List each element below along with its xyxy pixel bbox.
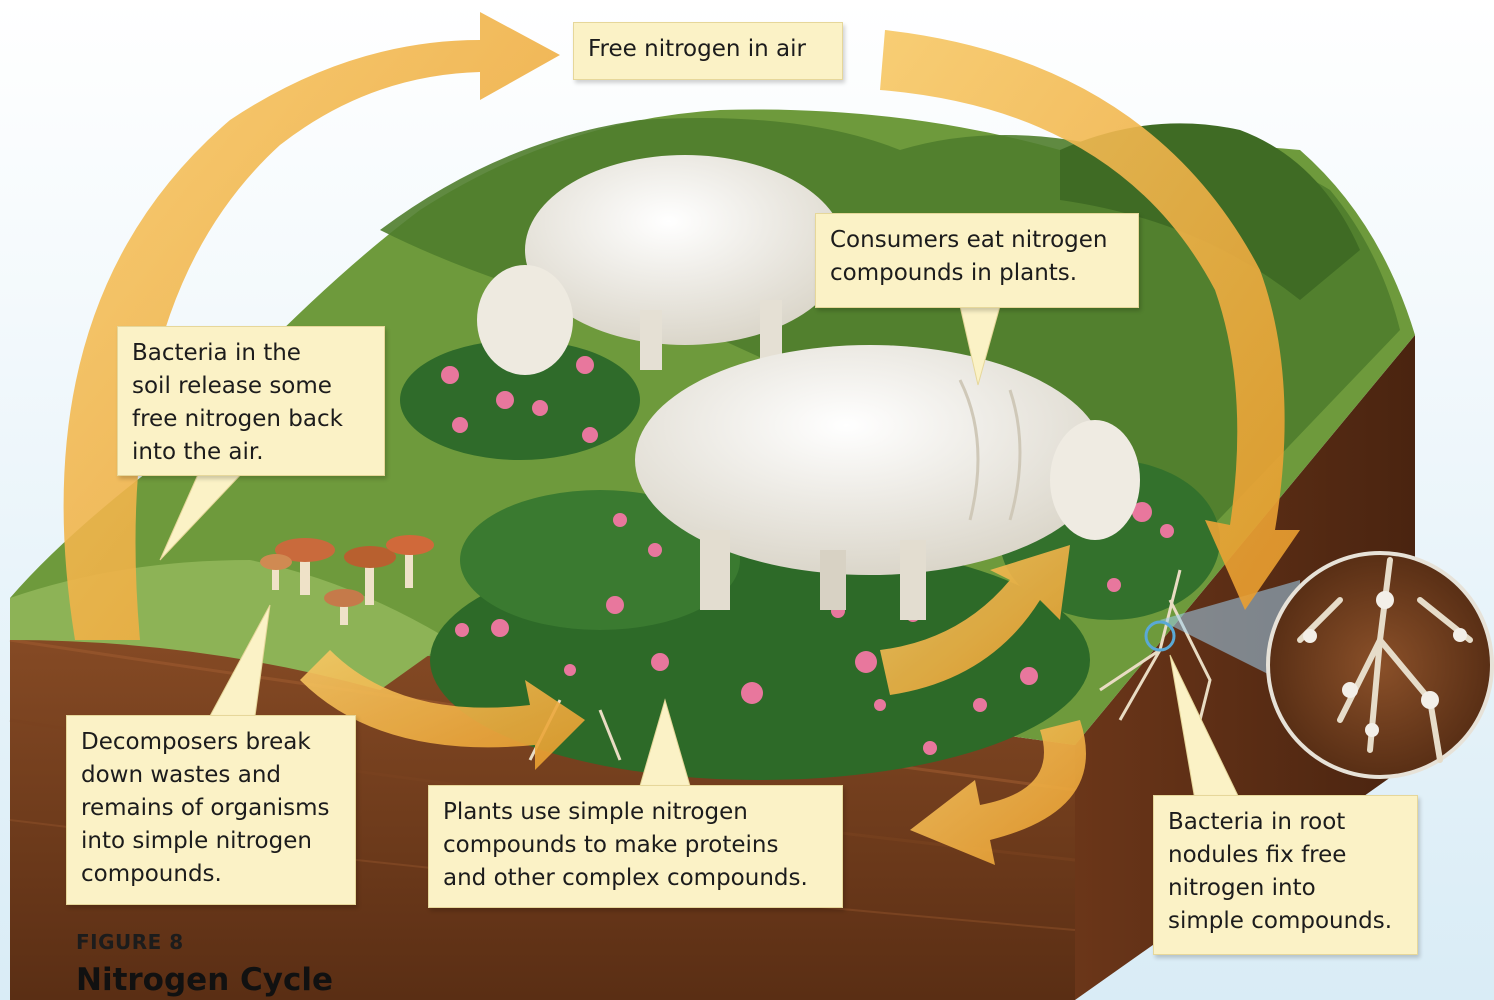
figure-number: FIGURE 8 — [76, 930, 184, 954]
callout-bacteria-soil: Bacteria in the soil release some free n… — [117, 326, 385, 476]
figure-title: Nitrogen Cycle — [76, 962, 333, 998]
callout-decomposers: Decomposers break down wastes and remain… — [66, 715, 356, 905]
callout-free-nitrogen: Free nitrogen in air — [573, 22, 843, 80]
callout-plants: Plants use simple nitrogen compounds to … — [428, 785, 843, 908]
callout-consumers: Consumers eat nitrogen compounds in plan… — [815, 213, 1139, 308]
callout-root-nodules: Bacteria in root nodules fix free nitrog… — [1153, 795, 1418, 955]
